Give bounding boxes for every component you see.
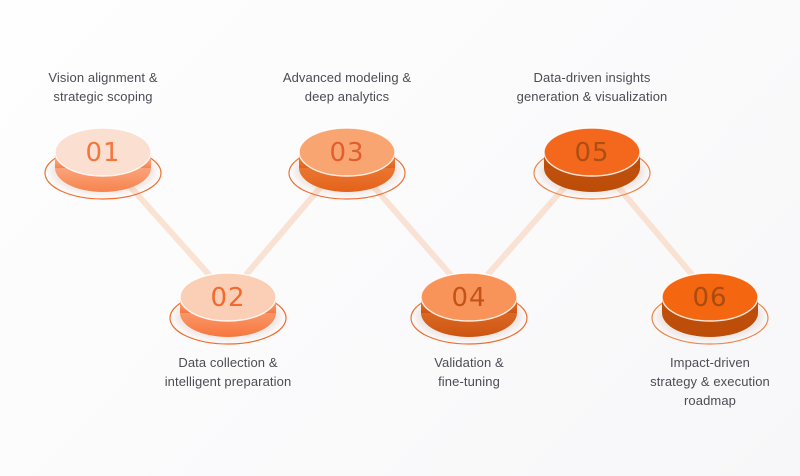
step-number: 02 — [210, 283, 245, 313]
step-03-disc: 03 — [288, 127, 406, 200]
step-03-label: Advanced modeling & deep analytics — [283, 68, 411, 106]
step-number: 04 — [451, 283, 486, 313]
step-number: 03 — [329, 138, 364, 168]
label-line: intelligent preparation — [164, 374, 292, 389]
step-01-label: Vision alignment & strategic scoping — [48, 68, 157, 106]
step-04: 04 Validation & fine-tuning — [374, 257, 564, 391]
step-06-disc: 06 — [651, 272, 769, 345]
disc-top — [54, 127, 152, 177]
step-03: Advanced modeling & deep analytics 03 — [252, 68, 442, 224]
label-line: Data-driven insights — [533, 70, 651, 85]
label-line: roadmap — [683, 393, 736, 408]
label-line: fine-tuning — [438, 374, 500, 389]
label-line: Impact-driven — [669, 355, 751, 370]
label-line: strategy & execution — [650, 374, 770, 389]
step-06: 06 Impact-driven strategy & execution ro… — [615, 257, 800, 410]
step-02-disc: 02 — [169, 272, 287, 345]
step-06-label: Impact-driven strategy & execution roadm… — [650, 353, 770, 410]
step-number: 01 — [85, 138, 120, 168]
label-line: deep analytics — [304, 89, 390, 104]
step-04-disc: 04 — [410, 272, 528, 345]
step-number: 06 — [692, 283, 727, 313]
step-05: Data-driven insights generation & visual… — [497, 68, 687, 224]
step-number: 05 — [574, 138, 609, 168]
label-line: Validation & — [434, 355, 504, 370]
step-02: 02 Data collection & intelligent prepara… — [133, 257, 323, 391]
label-line: strategic scoping — [53, 89, 153, 104]
step-01-disc: 01 — [44, 127, 162, 200]
step-05-disc: 05 — [533, 127, 651, 200]
label-line: Data collection & — [178, 355, 278, 370]
disc-top — [179, 272, 277, 322]
disc-top — [420, 272, 518, 322]
disc-top — [661, 272, 759, 322]
step-04-label: Validation & fine-tuning — [434, 353, 504, 391]
step-01: Vision alignment & strategic scoping 01 — [8, 68, 198, 224]
disc-top — [543, 127, 641, 177]
label-line: Advanced modeling & — [282, 70, 412, 85]
label-line: generation & visualization — [516, 89, 668, 104]
disc-top — [298, 127, 396, 177]
step-05-label: Data-driven insights generation & visual… — [517, 68, 668, 106]
step-02-label: Data collection & intelligent preparatio… — [165, 353, 292, 391]
label-line: Vision alignment & — [48, 70, 158, 85]
